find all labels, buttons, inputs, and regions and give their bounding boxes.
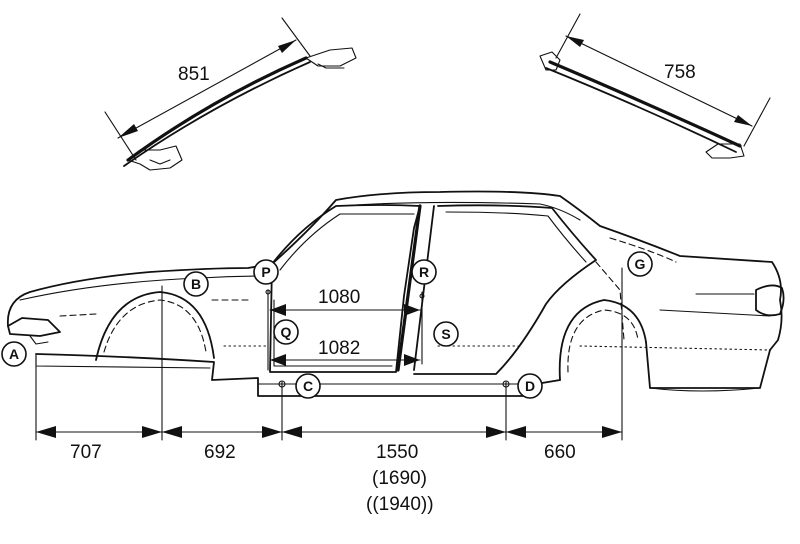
roof-front-dimension: 851 [178, 64, 210, 85]
point-d-label: D [525, 378, 535, 394]
point-q-label: Q [281, 324, 292, 340]
point-b-label: B [191, 276, 201, 292]
point-p-marker: P [253, 259, 279, 285]
segment-b-c-dimension: 692 [204, 442, 236, 463]
point-r-label: R [419, 264, 429, 280]
point-s-label: S [441, 326, 450, 342]
point-q-marker: Q [273, 319, 299, 345]
door-opening-lower-dimension: 1082 [318, 338, 360, 359]
roof-rear-dimension: 758 [664, 62, 696, 83]
segment-d-g-dimension: 660 [544, 442, 576, 463]
segment-c-d-dimension: 1550 [376, 442, 418, 463]
point-g-marker: G [627, 251, 653, 277]
point-p-label: P [261, 264, 270, 280]
point-r-marker: R [411, 259, 437, 285]
front-roof-rail-detail: 851 [104, 17, 357, 171]
segment-c-d-alt2-dimension: ((1940)) [366, 494, 434, 515]
wheelbase-dimensions: 707 692 1550 (1690) ((1940)) 660 [35, 267, 623, 515]
door-opening-dimensions: 1080 1082 [267, 287, 423, 371]
point-b-marker: B [183, 271, 209, 297]
point-c-marker: C [295, 373, 321, 399]
point-s-marker: S [433, 321, 459, 347]
point-g-label: G [635, 256, 646, 272]
point-c-label: C [303, 378, 313, 394]
hole-markers [265, 289, 510, 388]
point-a-label: A [9, 346, 19, 362]
point-d-marker: D [517, 373, 543, 399]
segment-a-b-dimension: 707 [70, 442, 102, 463]
point-a-marker: A [1, 341, 27, 367]
door-opening-upper-dimension: 1080 [318, 287, 360, 308]
rear-roof-rail-detail: 758 [539, 13, 771, 159]
segment-c-d-alt1-dimension: (1690) [372, 468, 427, 489]
car-body-side-view [7, 190, 785, 397]
